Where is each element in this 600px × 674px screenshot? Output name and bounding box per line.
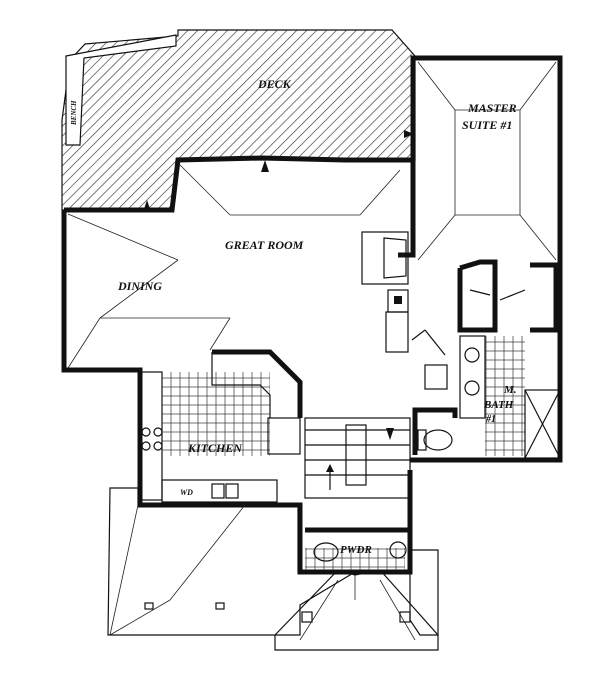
master-suite-label-2: SUITE #1 bbox=[462, 118, 512, 132]
ceiling-lines bbox=[67, 61, 557, 369]
master-suite-label-1: MASTER bbox=[467, 101, 517, 115]
bench bbox=[65, 34, 177, 146]
deck bbox=[61, 29, 416, 211]
front-porch bbox=[107, 487, 439, 651]
kitchen bbox=[139, 349, 303, 503]
powder-room bbox=[305, 527, 410, 570]
kitchen-label: KITCHEN bbox=[187, 441, 243, 455]
bench-label: BENCH bbox=[70, 100, 78, 126]
master-bath-label-1: M. bbox=[503, 384, 517, 396]
fireplace bbox=[361, 231, 409, 353]
master-bath-label-2: BATH bbox=[483, 399, 514, 411]
stairs bbox=[304, 417, 411, 499]
dining-label: DINING bbox=[117, 279, 162, 293]
powder-label: PWDR bbox=[340, 544, 372, 556]
entry-arrows bbox=[143, 130, 414, 440]
master-bath bbox=[411, 259, 561, 459]
great-room-label: GREAT ROOM bbox=[225, 238, 304, 252]
master-bath-label-3: #1 bbox=[485, 414, 496, 425]
deck-label: DECK bbox=[257, 77, 292, 91]
wd-label: WD bbox=[180, 488, 193, 497]
